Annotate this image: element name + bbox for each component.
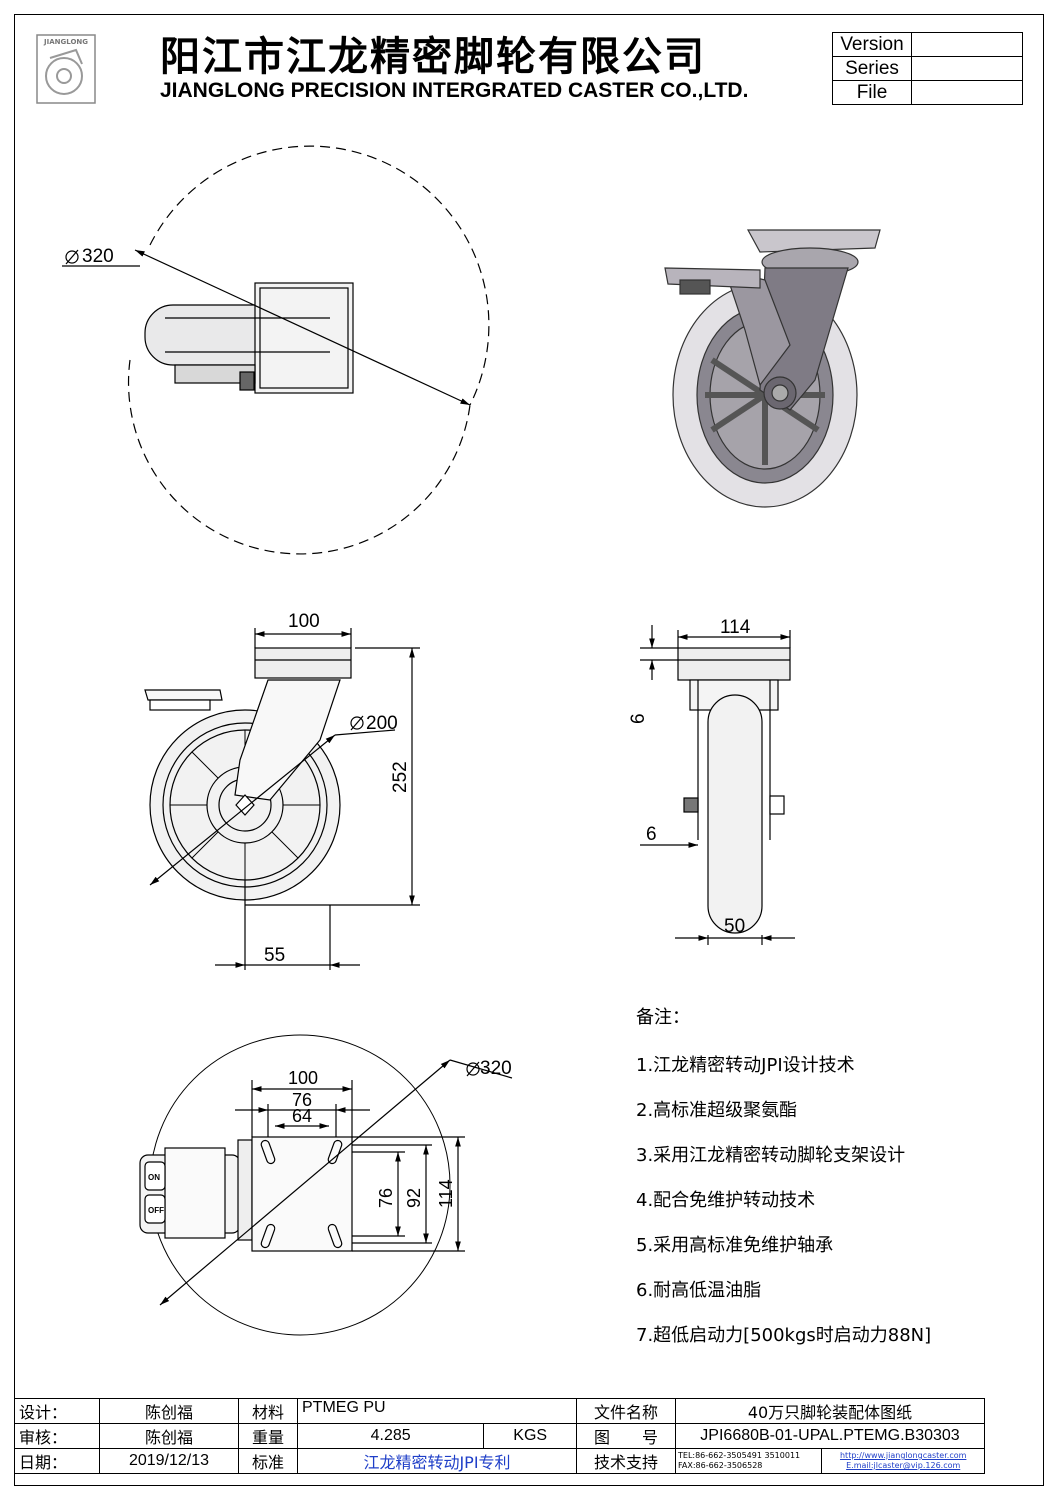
dim-bolt-v114: 114 [436,1179,456,1208]
version-label: Version [832,32,912,57]
doc-name-label: 文件名称 [576,1398,676,1424]
file-label: File [832,80,912,105]
date: 2019/12/13 [99,1448,239,1474]
brake-on-label: ON [148,1173,160,1182]
dim-wheel-width: 50 [724,916,745,937]
design-label: 设计： [14,1398,100,1424]
title-block: 设计： 陈创福 材料 PTMEG PU 文件名称 40万只脚轮装配体图纸 审核：… [14,1398,985,1474]
dim-side-gap-mid: 6 [646,824,657,845]
dim-total-height: 252 [390,761,411,793]
company-name-cn: 阳江市江龙精密脚轮有限公司 [160,34,706,80]
dim-wheel-diameter: 200 [366,713,398,734]
email-link[interactable]: E.mail:jlcaster@vip.126.com [846,1461,961,1470]
drawing-no: JPI6680B-01-UPAL.PTEMG.B30303 [675,1423,985,1449]
weight-unit: KGS [483,1423,577,1449]
company-logo: JIANGLONG [36,34,96,104]
dim-bolt-v92: 92 [404,1188,424,1208]
weight-label: 重量 [238,1423,298,1449]
file-value [911,80,1023,105]
dim-offset: 55 [264,945,285,966]
bottom-view [139,1034,513,1336]
dim-top-diameter: 320 [82,246,114,267]
dim-bottom-diameter: 320 [480,1058,512,1079]
doc-name: 40万只脚轮装配体图纸 [675,1398,985,1424]
side-view [640,625,795,945]
note-item: 3.采用江龙精密转动脚轮支架设计 [636,1145,906,1166]
material: PTMEG PU [297,1398,577,1424]
svg-text:JIANGLONG: JIANGLONG [43,38,88,46]
note-item: 4.配合免维护转动技术 [636,1190,816,1211]
support-label: 技术支持 [576,1448,676,1474]
notes-section: 备注： 1.江龙精密转动JPI设计技术 2.高标准超级聚氨酯 3.采用江龙精密转… [636,1003,931,1358]
dim-side-plate-width: 114 [720,617,751,638]
note-item: 6.耐高低温油脂 [636,1280,762,1301]
note-item: 5.采用高标准免维护轴承 [636,1235,834,1256]
note-item: 2.高标准超级聚氨酯 [636,1100,798,1121]
notes-heading: 备注： [636,1007,690,1028]
dim-bolt-100: 100 [288,1068,318,1088]
series-label: Series [832,56,912,81]
note-item: 7.超低启动力[500kgs时启动力88N] [636,1325,932,1346]
perspective-view [664,229,881,508]
dim-side-gap-top: 6 [628,713,649,724]
dim-bolt-v76: 76 [376,1188,396,1208]
material-label: 材料 [238,1398,298,1424]
series-value [911,56,1023,81]
top-view [62,145,490,555]
page-border [14,14,1044,1486]
revision-table: Version Series File [832,32,1023,105]
standard-label: 标准 [238,1448,298,1474]
note-item: 1.江龙精密转动JPI设计技术 [636,1055,855,1076]
weight: 4.285 [296,1423,485,1449]
tel: TEL:86-662-3505491 3510011 [678,1451,801,1460]
fax: FAX:86-662-3506528 [678,1461,763,1470]
website-link[interactable]: http://www.jianglongcaster.com [839,1451,967,1460]
dim-bolt-64: 64 [292,1106,312,1126]
company-name-en: JIANGLONG PRECISION INTERGRATED CASTER C… [160,79,749,102]
front-view [144,628,420,970]
dim-bolt-76: 76 [292,1090,312,1110]
date-label: 日期： [14,1448,100,1474]
standard: 江龙精密转动JPI专利 [297,1448,577,1474]
dim-front-plate-width: 100 [288,611,320,632]
designer: 陈创福 [99,1398,239,1424]
brake-off-label: OFF [148,1206,164,1215]
reviewer: 陈创福 [99,1423,239,1449]
drawing-no-label: 图 号 [576,1423,676,1449]
review-label: 审核： [14,1423,100,1449]
